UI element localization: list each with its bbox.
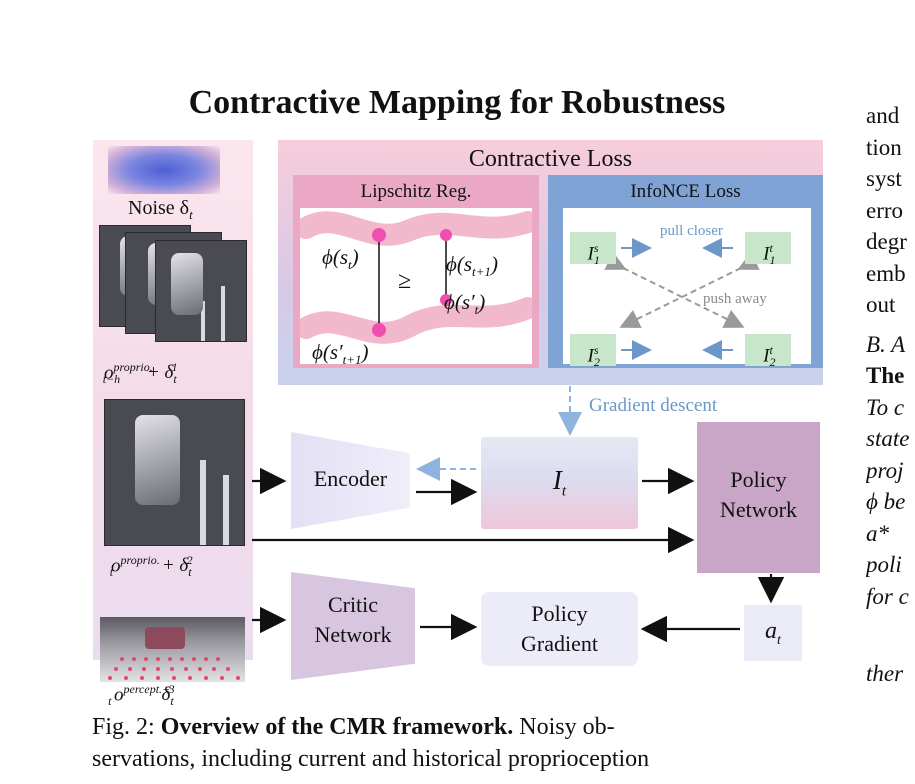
phi-st-label: ϕ(st) — [322, 245, 359, 273]
perception-image — [100, 617, 245, 682]
action-label: at — [765, 618, 781, 648]
encoder-label: Encoder — [313, 466, 388, 491]
lipschitz-curves — [295, 211, 539, 344]
embedding-i1t: I1t — [745, 232, 791, 267]
embedding-i2s: I2s — [570, 334, 616, 369]
robot-frame-current — [104, 399, 245, 546]
infonce-title: InfoNCE Loss — [630, 181, 741, 202]
policy-gradient-block — [481, 592, 638, 666]
critic-network-block — [291, 572, 415, 680]
figure-caption: Fig. 2: Overview of the CMR framework. N… — [92, 714, 650, 772]
figure-title: Contractive Mapping for Robustness — [188, 84, 726, 121]
latent-it-block — [481, 437, 638, 529]
geq-symbol: ≥ — [398, 268, 412, 294]
noise-label: Noise δt — [128, 197, 193, 222]
phi-st1-label: ϕ(st+1) — [446, 252, 498, 280]
obs-history-label: oproprio.t−h + δt1 — [102, 360, 178, 387]
robot-frame-history-3 — [155, 240, 247, 342]
policy-network-block — [697, 422, 820, 573]
lipschitz-plot — [295, 208, 539, 364]
embedding-i1s: I1s — [570, 232, 616, 267]
adjacent-column-text: and tion syst erro degr emb out B. A The… — [866, 103, 910, 686]
gradient-descent-label: Gradient descent — [589, 395, 718, 416]
noise-image — [108, 146, 220, 194]
push-away-label: push away — [703, 291, 767, 307]
pull-closer-label: pull closer — [660, 223, 723, 239]
infonce-arrows — [604, 238, 760, 360]
latent-it-label: It — [552, 465, 567, 500]
embedding-i2t: I2t — [745, 334, 791, 369]
phi-spt-label: ϕ(s′t) — [444, 290, 486, 318]
phi-spt1-label: ϕ(s′t+1) — [312, 340, 369, 368]
contractive-loss-title: Contractive Loss — [468, 146, 633, 172]
obs-current-label: oproprio.t + δt2 — [109, 553, 193, 580]
action-block — [744, 605, 802, 661]
lipschitz-title: Lipschitz Reg. — [360, 181, 472, 202]
